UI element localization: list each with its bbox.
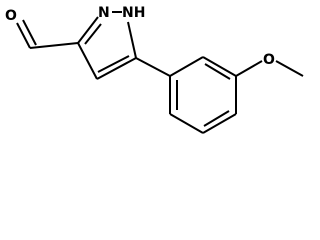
bond-aldehyde-c-o-2 (22, 19, 37, 46)
bond-c5-c4-inner (97, 55, 130, 73)
aldehyde-oxygen-label: O (5, 8, 17, 24)
structure-canvas: O N NH O (5, 5, 304, 134)
bond-ph-1-2 (169, 56, 204, 77)
molecule-diagram: O N NH O (5, 5, 304, 134)
methoxy-oxygen-label: O (263, 52, 275, 68)
bond-ph-inner-b (203, 110, 230, 127)
bond-ph-o-methoxy (235, 60, 263, 77)
bond-aldehyde-c-c3 (29, 42, 79, 49)
bond-aldehyde-c-o-1 (16, 22, 31, 49)
ring-nitrogen-label: N (98, 5, 110, 21)
bond-ph-2-3 (202, 56, 237, 77)
bond-c3-n2 (77, 16, 99, 44)
bond-ph-inner-a (204, 63, 231, 80)
bond-o-methyl (275, 60, 304, 77)
bond-ph-4-5 (202, 113, 237, 134)
ring-nh-label: NH (122, 5, 145, 21)
bond-c3-n2-inner (84, 23, 102, 45)
bond-n1-c5 (127, 21, 137, 59)
bond-c4-c3 (77, 42, 98, 80)
bond-ph-5-6 (169, 113, 204, 134)
bond-c5-c4 (96, 57, 137, 80)
bond-c5-phenyl (135, 57, 171, 77)
